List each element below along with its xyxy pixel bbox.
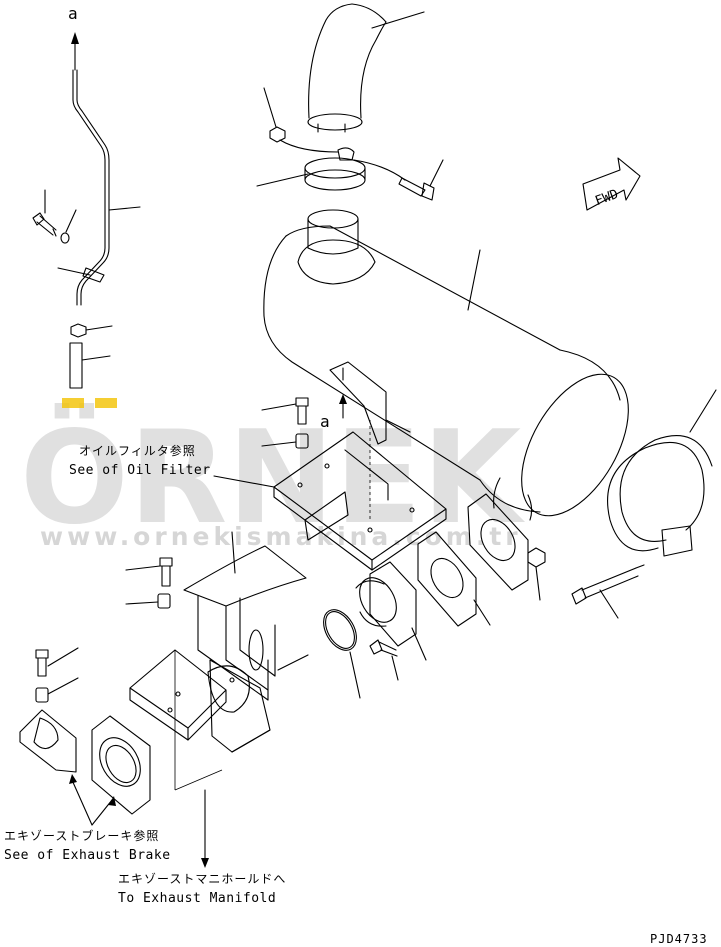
watermark-brand: ÖRNEK bbox=[20, 403, 526, 553]
adapter-flange bbox=[355, 561, 427, 661]
watermark: ÖRNEK www.ornekismakina.com.tr bbox=[20, 398, 526, 553]
strap-band bbox=[607, 389, 717, 557]
exhaust-manifold-callout-en: To Exhaust Manifold bbox=[118, 891, 277, 906]
exhaust-brake-callout-jp: エキゾーストブレーキ参照 bbox=[4, 829, 160, 843]
fwd-label: FWD bbox=[593, 187, 620, 209]
exhaust-brake-parts bbox=[19, 709, 151, 826]
mid-ref-label: a bbox=[320, 412, 331, 431]
pipe-clamp bbox=[256, 87, 406, 191]
tail-pipe bbox=[307, 3, 425, 133]
lower-bolts bbox=[35, 557, 173, 703]
exhaust-brake-callout-en: See of Exhaust Brake bbox=[4, 848, 171, 863]
adapter-bolt bbox=[369, 639, 399, 681]
clamp-bolt bbox=[398, 159, 444, 201]
gasket bbox=[417, 531, 491, 627]
fwd-arrow: FWD bbox=[582, 157, 641, 211]
mounting-plate bbox=[213, 420, 447, 571]
dipstick-rod bbox=[57, 32, 141, 306]
watermark-accent-dot bbox=[95, 398, 117, 408]
muffler bbox=[263, 209, 629, 521]
mid-ref-arrow bbox=[339, 394, 347, 419]
rod-nut-sleeve bbox=[69, 323, 113, 389]
strap-bolt bbox=[571, 564, 645, 619]
top-ref-label: a bbox=[68, 4, 79, 23]
oil-filter-callout-jp: オイルフィルタ参照 bbox=[79, 444, 196, 458]
exhaust-manifold-callout-jp: エキゾーストマニホールドへ bbox=[118, 872, 287, 886]
watermark-accent-dot bbox=[62, 398, 84, 408]
oil-filter-callout-en: See of Oil Filter bbox=[69, 463, 211, 478]
rod-bolt bbox=[32, 189, 77, 244]
drawing-number: PJD4733 bbox=[650, 932, 708, 946]
watermark-url: www.ornekismakina.com.tr bbox=[40, 522, 522, 551]
bracket-bolts bbox=[261, 397, 309, 449]
flange-nut bbox=[527, 547, 546, 601]
seal-ring bbox=[323, 609, 361, 699]
outlet-flange bbox=[467, 493, 529, 591]
lower-bracket bbox=[129, 531, 309, 868]
